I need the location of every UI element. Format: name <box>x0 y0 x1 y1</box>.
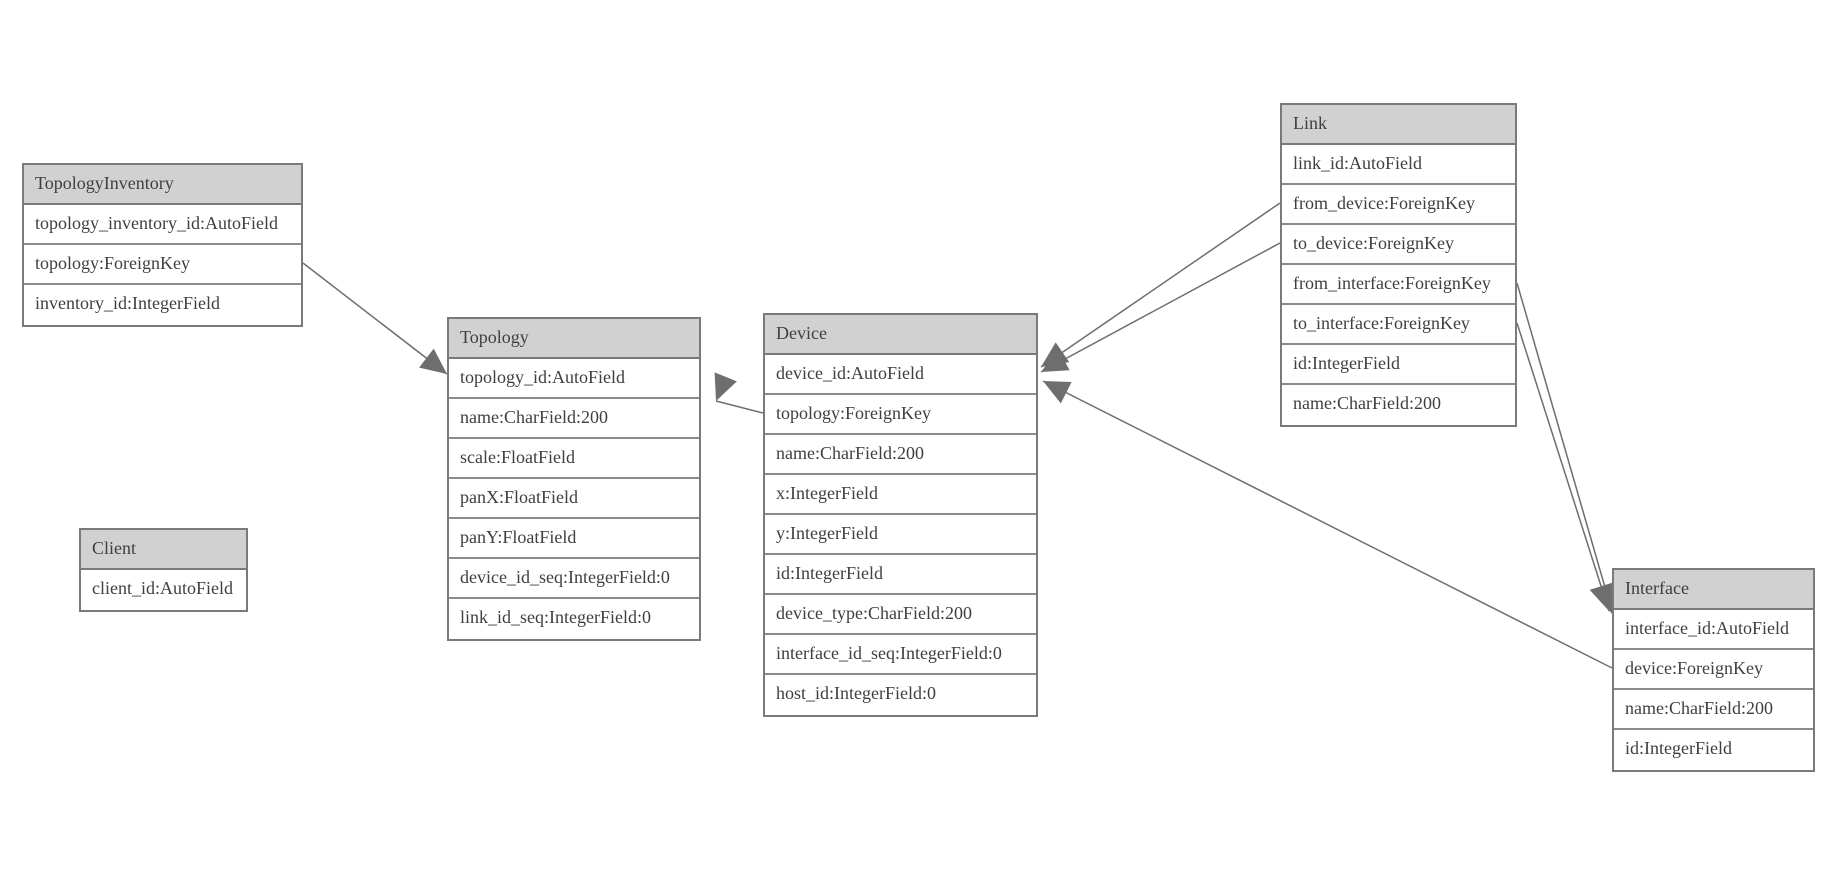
edge-line-device-topology <box>715 400 764 414</box>
entity-field-row: topology:ForeignKey <box>24 245 301 285</box>
entity-field-row: link_id_seq:IntegerField:0 <box>460 607 651 627</box>
entity-title: TopologyInventory <box>24 165 301 205</box>
entity-field-row: inventory_id:IntegerField <box>35 293 220 313</box>
entity-field-row: device_id_seq:IntegerField:0 <box>449 559 699 599</box>
entity-field-row: topology_inventory_id:AutoField <box>24 205 301 245</box>
entity-field-row: device:ForeignKey <box>1614 650 1813 690</box>
entity-field-row: id:IntegerField <box>1625 738 1732 758</box>
edge-arrowhead-device-device_id <box>1041 349 1070 372</box>
edge-line-interface-device <box>1042 380 1613 669</box>
entity-field-row: name:CharField:200 <box>765 435 1036 475</box>
entity-title: Link <box>1282 105 1515 145</box>
entity-client: Client client_id:AutoField <box>79 528 248 612</box>
entity-title: Topology <box>449 319 699 359</box>
entity-field-row: link_id:AutoField <box>1282 145 1515 185</box>
entity-field-row: interface_id_seq:IntegerField:0 <box>765 635 1036 675</box>
entity-field-row: topology:ForeignKey <box>765 395 1036 435</box>
entity-field-row: to_interface:ForeignKey <box>1282 305 1515 345</box>
edge-line-link-from_interface <box>1516 282 1614 616</box>
entity-field-row: scale:FloatField <box>449 439 699 479</box>
entity-field-row: id:IntegerField <box>765 555 1036 595</box>
entity-field-row: device_type:CharField:200 <box>765 595 1036 635</box>
entity-title: Client <box>81 530 246 570</box>
entity-field-row: device_id:AutoField <box>765 355 1036 395</box>
edge-line-topologyinventory-topology <box>302 262 448 375</box>
entity-field-row: host_id:IntegerField:0 <box>776 683 936 703</box>
edge-arrowhead-device-device_id <box>1043 381 1072 404</box>
entity-field-row: topology_id:AutoField <box>449 359 699 399</box>
entity-field-row: from_device:ForeignKey <box>1282 185 1515 225</box>
edge-line-link-to_interface <box>1516 322 1610 612</box>
entity-title: Interface <box>1614 570 1813 610</box>
entity-field-row: name:CharField:200 <box>1293 393 1441 413</box>
entity-field-row: panX:FloatField <box>449 479 699 519</box>
entity-field-row: y:IntegerField <box>765 515 1036 555</box>
edge-line-link-to_device <box>1040 242 1281 373</box>
entity-field-row: interface_id:AutoField <box>1614 610 1813 650</box>
entity-field-row: name:CharField:200 <box>449 399 699 439</box>
entity-title: Device <box>765 315 1036 355</box>
entity-field-row: x:IntegerField <box>765 475 1036 515</box>
edge-line-link-from_device <box>1040 202 1281 368</box>
entity-field-row: name:CharField:200 <box>1614 690 1813 730</box>
entity-field-row: id:IntegerField <box>1282 345 1515 385</box>
edge-arrowhead-interface-interface_id <box>1589 582 1613 611</box>
edge-arrowhead-topology-topology_id <box>714 372 737 401</box>
entity-field-row: panY:FloatField <box>449 519 699 559</box>
entity-field-row: client_id:AutoField <box>92 578 233 598</box>
entity-field-row: to_device:ForeignKey <box>1282 225 1515 265</box>
entity-field-row: from_interface:ForeignKey <box>1282 265 1515 305</box>
edge-arrowhead-topology-topology_id <box>419 348 447 374</box>
